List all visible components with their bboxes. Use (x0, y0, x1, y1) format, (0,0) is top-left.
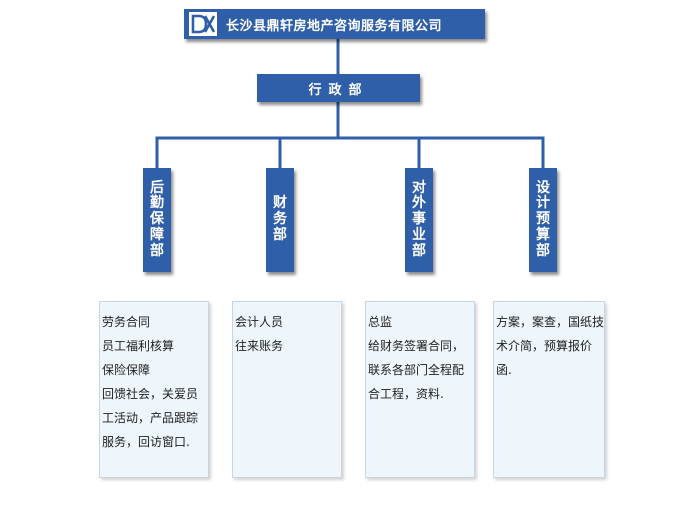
description-line: 员工福利核算 (102, 339, 175, 353)
description-line: 会计人员 (235, 315, 284, 329)
department-logistics-description: 劳务合同 员工福利核算 保险保障 回馈社会，关爱员工活动，产品跟踪服务，回访窗口… (99, 301, 209, 478)
description-line: 总监 (368, 315, 393, 329)
description-line: 往来账务 (235, 339, 284, 353)
description-line: 保险保障 (102, 363, 151, 377)
description-line: 劳务合同 (102, 315, 151, 329)
department-external-description: 总监 给财务签署合同，联系各部门全程配合工程，资料. (365, 301, 475, 478)
description-line: 给财务签署合同，联系各部门全程配合工程，资料. (368, 339, 465, 401)
department-finance-description: 会计人员 往来账务 (232, 301, 342, 478)
department-design-node: 设计预算部 (529, 168, 557, 272)
company-logo-icon: DX (189, 12, 217, 36)
department-logistics-label: 后勤保障部 (150, 179, 164, 259)
department-design-label: 设计预算部 (536, 179, 550, 259)
admin-department-label: 行政部 (308, 82, 369, 98)
department-external-node: 对外事业部 (405, 168, 433, 272)
department-external-label: 对外事业部 (412, 179, 426, 259)
department-finance-label: 财务部 (273, 195, 287, 243)
admin-department-node: 行政部 (257, 74, 420, 102)
description-line: 方案，案查，国纸技术介简，预算报价函. (496, 315, 605, 377)
department-finance-node: 财务部 (266, 168, 294, 272)
company-name: 长沙县鼎轩房地产咨询服务有限公司 (226, 18, 443, 34)
department-design-description: 方案，案查，国纸技术介简，预算报价函. (493, 301, 605, 478)
company-node: DX 长沙县鼎轩房地产咨询服务有限公司 (184, 9, 485, 39)
department-logistics-node: 后勤保障部 (143, 168, 171, 272)
description-line: 回馈社会，关爱员工活动，产品跟踪服务，回访窗口. (102, 387, 199, 449)
